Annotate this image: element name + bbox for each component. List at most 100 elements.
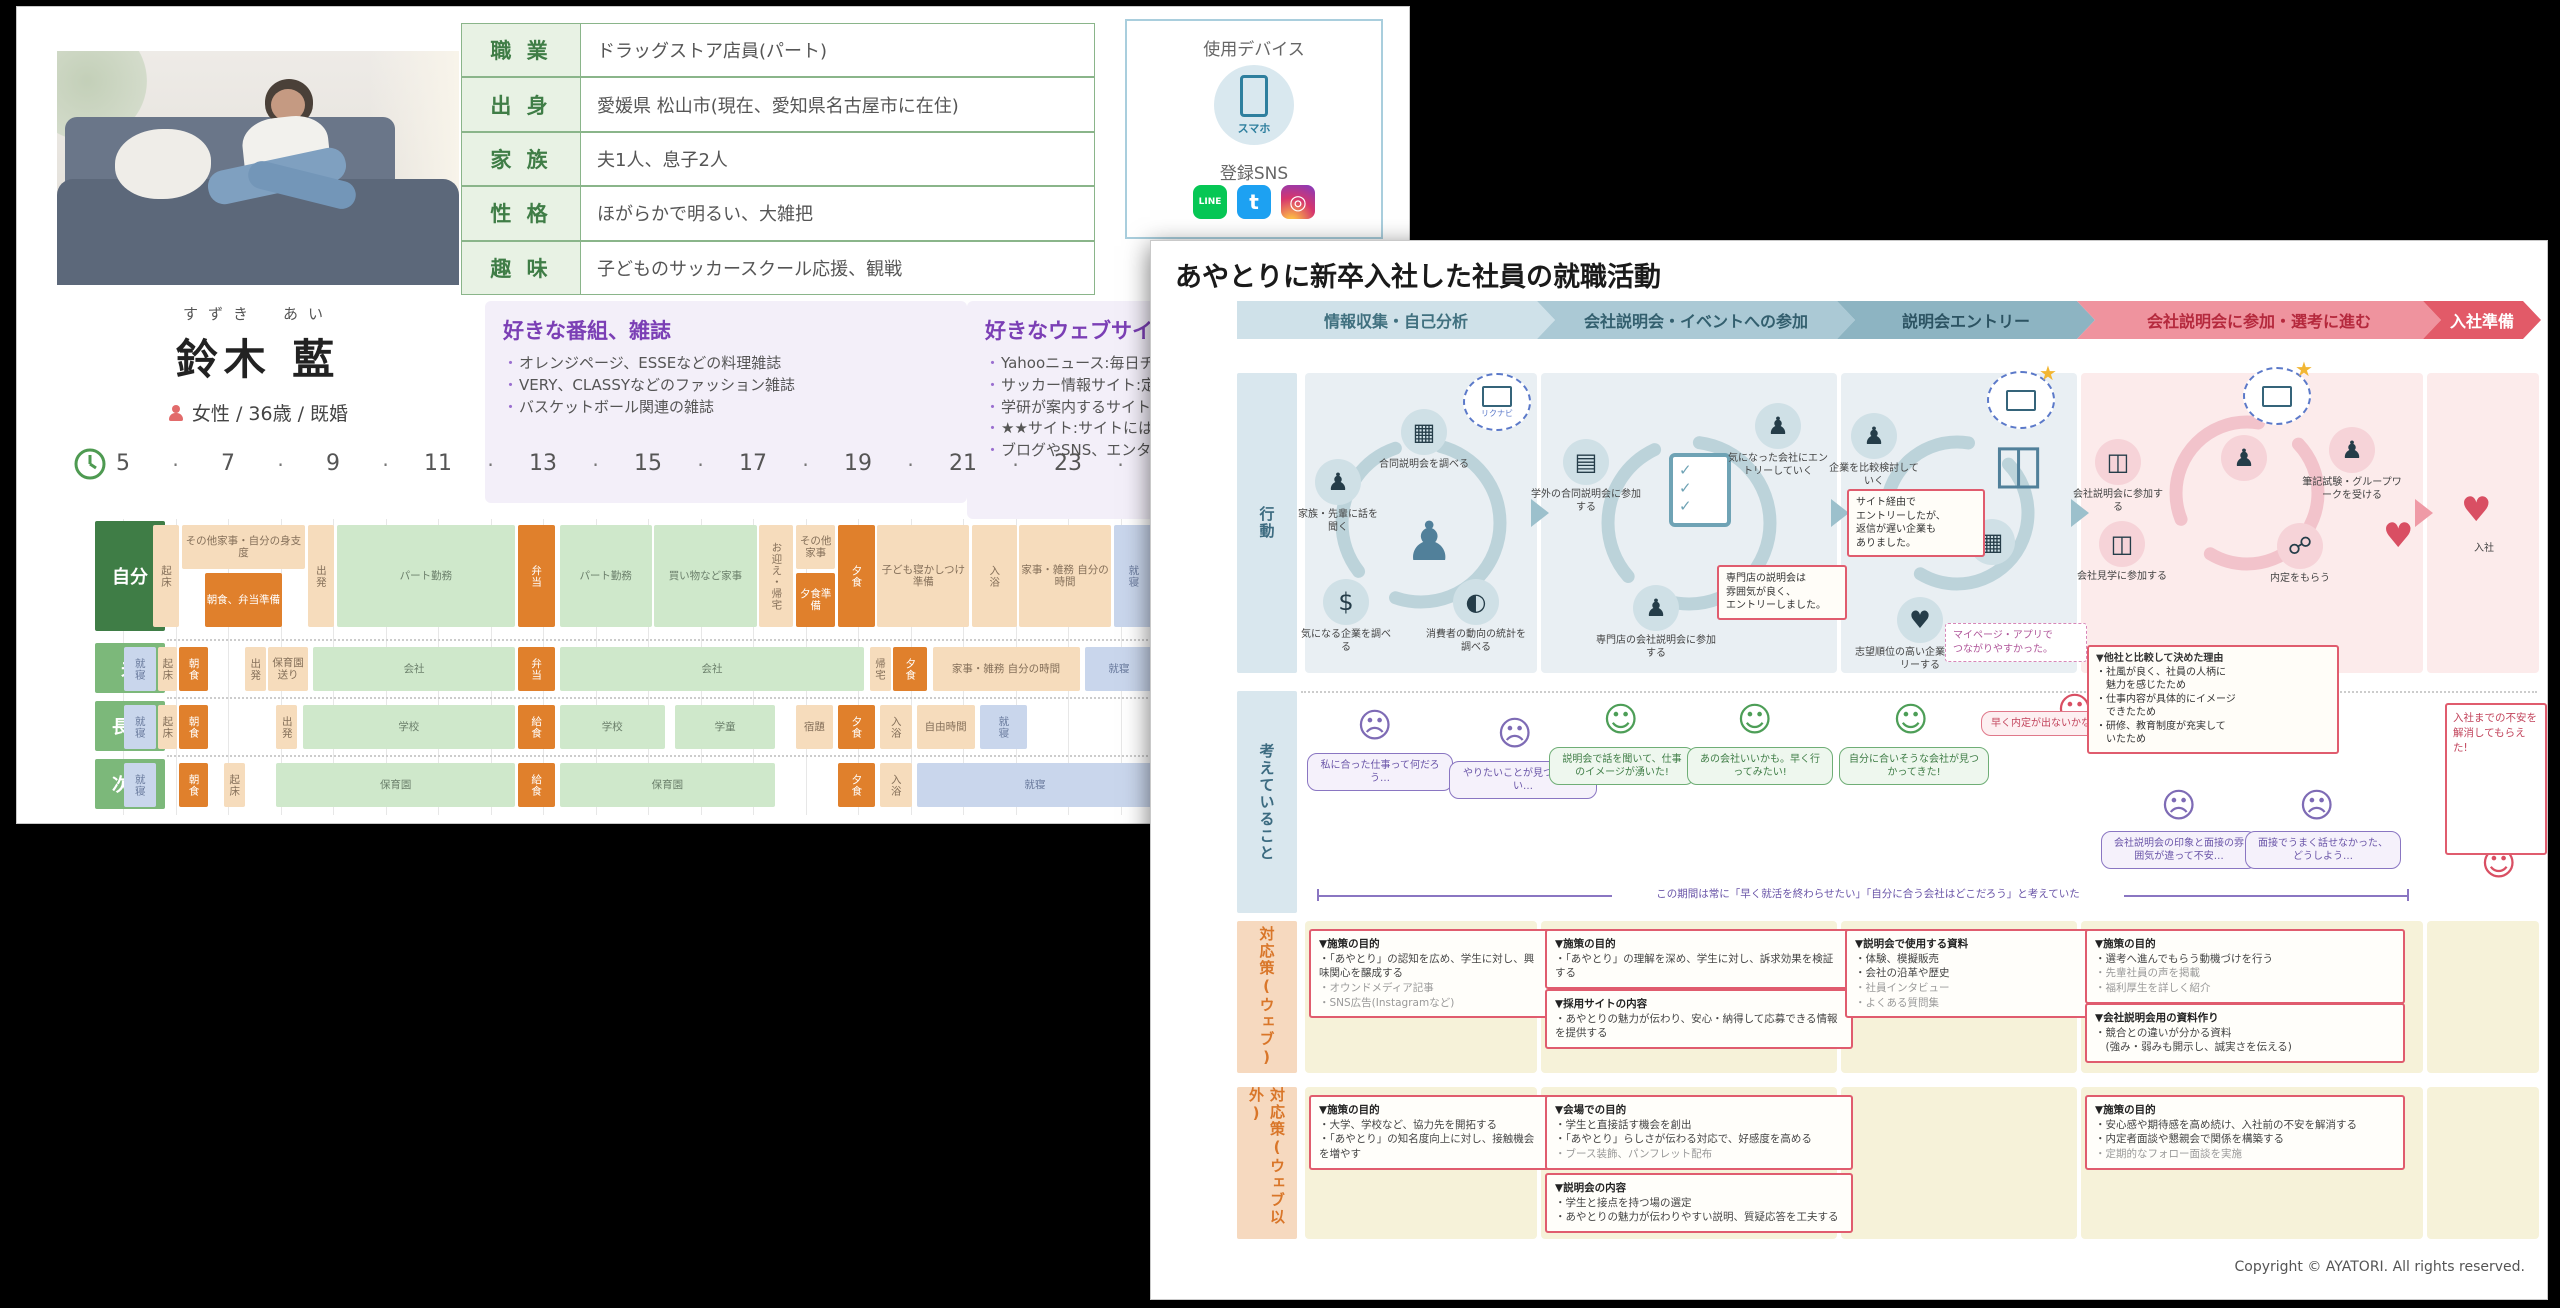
profile-label: 趣 味 — [461, 240, 581, 295]
measure-line: ・定期的なフォロー面談を実施 — [2095, 1148, 2242, 1161]
compare-icon: ♟ — [1851, 413, 1897, 459]
action-caption: 気になった会社にエントリーしていく — [1728, 453, 1828, 477]
star-icon: ★ — [2039, 361, 2057, 385]
name-kanji: 鈴木 藍 — [175, 335, 341, 384]
timeline-block: お迎え・帰宅 — [759, 525, 794, 627]
face-ok-icon: ☺ — [1893, 700, 1929, 740]
action-cell-5 — [2427, 373, 2539, 673]
timeline-block: 弁当 — [517, 647, 555, 691]
action-caption: 会社見学に参加する — [2077, 571, 2167, 582]
measure-line: ・会社の沿革や歴史 — [1855, 967, 1950, 980]
note-line: エントリーしました。 — [1726, 600, 1826, 611]
timeline-block: 家事・雑務 自分の時間 — [1019, 525, 1111, 627]
favorite-media-item: オレンジページ、ESSEなどの料理雑誌 — [503, 353, 949, 375]
timeline-block: 起床 — [158, 647, 177, 691]
measure-line: ・大学、学校など、協力先を開拓する — [1319, 1118, 1497, 1131]
twitter-icon: t — [1237, 185, 1271, 219]
person-gender-icon — [168, 404, 184, 421]
timeline-dot: · — [907, 453, 914, 477]
persona-attributes-row: 女性 / 36歳 / 既婚 — [57, 399, 459, 426]
checklist-icon: ✓ ✓ ✓ — [1669, 453, 1731, 527]
thought-bubble: 面接でうまく話せなかった、どうしよう… — [2245, 831, 2401, 869]
timeline-block: 家事・雑務 自分の時間 — [932, 647, 1080, 691]
face-sad-icon: ☹ — [2299, 786, 2335, 826]
timeline-block: 学校 — [559, 705, 665, 749]
timeline-hour: 5 — [116, 451, 130, 476]
timeline-block: 起床 — [158, 705, 177, 749]
phone-glyph — [1240, 74, 1268, 117]
favorite-media-box: 好きな番組、雑誌 オレンジページ、ESSEなどの料理雑誌VERY、CLASSYな… — [485, 301, 967, 503]
timeline-hour: 11 — [424, 451, 452, 476]
timeline-block: 出発 — [244, 647, 266, 691]
profile-table: 職 業ドラッグストア店員(パート)出 身愛媛県 松山市(現在、愛知県名古屋市に在… — [461, 23, 1095, 295]
line-icon: LINE — [1193, 185, 1227, 219]
measure-web-box: ▼施策の目的・「あやとり」の認知を広め、学生に対し、興味関心を醸成する・オウンド… — [1309, 929, 1553, 1019]
timeline-block: 入浴 — [971, 525, 1017, 627]
measure-line: ・オウンドメディア記事 — [1319, 982, 1434, 995]
timeline-block: その他家事・自分の身支度 — [181, 525, 306, 569]
timeline-hour: 9 — [326, 451, 340, 476]
timeline-dot: · — [802, 453, 809, 477]
measure-line: ・あやとりの魅力が伝わりやすい説明、質疑応答を工夫する — [1555, 1211, 1839, 1224]
thought-end-box: 入社までの不安を解消してもらえた! — [2445, 703, 2547, 855]
copyright: Copyright © AYATORI. All rights reserved… — [2234, 1259, 2526, 1275]
action-caption: 合同説明会を調べる — [1379, 459, 1469, 470]
note-line: つながりやすかった。 — [1953, 643, 2053, 655]
profile-row: 職 業ドラッグストア店員(パート) — [461, 23, 1095, 78]
profile-row: 趣 味子どものサッカースクール応援、観戦 — [461, 240, 1095, 295]
measure-line: ・内定者面談や懇親会で関係を構築する — [2095, 1133, 2284, 1146]
row-label-4: 対応策(ウェブ以外) — [1237, 1087, 1297, 1239]
phase-arrow-5: 入社準備 — [2423, 301, 2541, 339]
thoughts-period-label: この期間は常に「早く就活を終わらせたい」「自分に合う会社はどこだろう」と考えてい… — [1612, 886, 2124, 901]
action-caption: 気になる企業を調べる — [1301, 629, 1391, 653]
timeline-block: 起床 — [223, 763, 245, 807]
timeline-dot: · — [277, 453, 284, 477]
timeline-block: 学童 — [675, 705, 775, 749]
measure-offline-cell-5 — [2427, 1087, 2539, 1239]
phase-arrow-2: 会社説明会・イベントへの参加 — [1537, 301, 1855, 339]
thoughts-top-separator — [1301, 691, 2537, 693]
measure-line: ・安心感や期待感を高め続け、入社前の不安を解消する — [2095, 1118, 2357, 1131]
note-line: ・仕事内容が具体的にイメージ — [2096, 693, 2236, 705]
money-search-icon: $ — [1323, 579, 1369, 625]
monitor-glyph — [2262, 385, 2292, 407]
group-icon: ♟ — [1755, 403, 1801, 449]
action-caption: 会社説明会に参加する — [2073, 489, 2163, 513]
measure-line: ▼施策の目的 — [1555, 938, 1616, 950]
timeline-block: 夕食 — [838, 705, 875, 749]
persona-attributes: 女性 / 36歳 / 既婚 — [191, 403, 349, 425]
site-bubble-icon: リクナビ — [1463, 373, 1531, 431]
measure-line: ・「あやとり」の認知を広め、学生に対し、興味関心を醸成する — [1319, 952, 1535, 980]
measure-line: ▼施策の目的 — [2095, 1104, 2156, 1116]
timeline-block: その他家事 — [796, 525, 836, 569]
exam-icon: ♟ — [2329, 427, 2375, 473]
favorite-media-item: VERY、CLASSYなどのファッション雑誌 — [503, 375, 949, 397]
timeline-gridline — [228, 519, 229, 815]
measure-web-cell-5 — [2427, 921, 2539, 1073]
profile-value: 夫1人、息子2人 — [581, 131, 1095, 187]
measure-web-box: ▼施策の目的・「あやとり」の理解を深め、学生に対し、訴求効果を検証する — [1545, 929, 1853, 990]
measure-web-box: ▼説明会で使用する資料・体験、模擬販売・会社の沿革や歴史・社員インタビュー・よく… — [1845, 929, 2093, 1019]
profile-value: ドラッグストア店員(パート) — [581, 23, 1095, 78]
row-label-1: 行動 — [1237, 373, 1297, 673]
face-ok-icon: ☺ — [1737, 700, 1773, 740]
profile-label: 家 族 — [461, 131, 581, 187]
site-bubble-star-icon — [2243, 367, 2311, 425]
timeline-dot: · — [592, 453, 599, 477]
timeline-dot: · — [487, 453, 494, 477]
timeline-block: 朝食 — [179, 647, 208, 691]
joining-heart-icon: ♥ — [2461, 490, 2492, 530]
cycle-arrow-1 — [1335, 437, 1507, 613]
device-label: スマホ — [1237, 121, 1271, 135]
timeline-block: 弁当 — [517, 525, 555, 627]
measure-line: (強み・弱みも開示し、誠実さを伝える) — [2095, 1041, 2292, 1054]
face-sad-icon: ☹ — [1357, 706, 1393, 746]
building-icon: ◫ — [1993, 432, 2045, 495]
measure-line: ・福利厚生を詳しく紹介 — [2095, 982, 2211, 995]
timeline-hour: 21 — [949, 451, 977, 476]
timeline-dot: · — [697, 453, 704, 477]
measure-offline-box: ▼施策の目的・大学、学校など、協力先を開拓する・「あやとり」の知名度向上に対し、… — [1309, 1095, 1553, 1170]
globe-icon: ◐ — [1453, 579, 1499, 625]
timeline-block: 帰宅 — [869, 647, 891, 691]
measure-line: ・「あやとり」の理解を深め、学生に対し、訴求効果を検証する — [1555, 952, 1834, 980]
